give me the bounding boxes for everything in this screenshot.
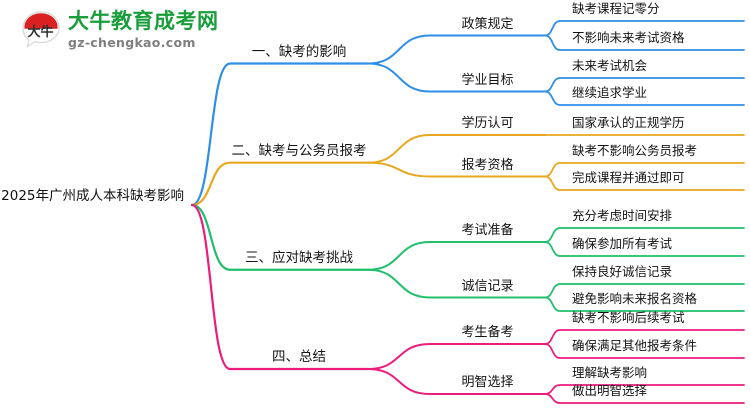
subtopic-label: 政策规定 <box>461 16 514 32</box>
leaf-label: 保持良好诚信记录 <box>572 264 673 279</box>
subtopic-label: 考试准备 <box>461 223 514 238</box>
mindmap-edge <box>367 368 546 395</box>
leaf-label: 完成课程并通过即可 <box>572 170 685 185</box>
subtopic-label: 学业目标 <box>461 72 514 88</box>
branch-label-3: 三、应对缺考挑战 <box>245 249 353 266</box>
site-logo: 大牛 大牛教育成考网 gz-chengkao.com <box>20 8 220 54</box>
mindmap-edge <box>367 34 546 65</box>
leaf-label: 避免影响未来报名资格 <box>572 291 698 306</box>
mindmap-edge <box>544 393 745 404</box>
leaf-label: 确保满足其他报考条件 <box>572 338 698 353</box>
subtopic-label: 考生备考 <box>461 325 514 340</box>
leaf-label: 缺考不影响后续考试 <box>572 310 685 325</box>
mindmap-edge <box>367 134 546 164</box>
mindmap-edges <box>190 20 745 404</box>
subtopic-label: 明智选择 <box>461 375 514 390</box>
leaf-label: 确保参加所有考试 <box>572 236 673 251</box>
mindmap-edge <box>544 90 745 106</box>
mindmap-edge <box>544 241 745 257</box>
leaf-label: 继续追求学业 <box>572 85 648 100</box>
mindmap-edge <box>190 203 370 371</box>
leaf-label: 不影响未来考试资格 <box>572 30 685 45</box>
leaf-label: 理解缺考影响 <box>572 365 648 380</box>
leaf-label: 国家承认的正规学历 <box>572 115 685 130</box>
mindmap-edge <box>367 161 546 178</box>
leaf-label: 未来考试机会 <box>572 58 648 73</box>
leaf-label: 缺考课程记零分 <box>572 1 660 16</box>
logo-mark-icon: 大牛 <box>22 11 60 48</box>
leaf-label: 缺考不影响公务员报考 <box>572 143 698 158</box>
mindmap-edge <box>544 34 745 51</box>
branch-label-1: 一、缺考的影响 <box>251 43 347 60</box>
mindmap-edge <box>190 62 370 207</box>
mindmap-edge <box>367 268 546 299</box>
root-node-label: 2025年广州成人本科缺考影响 <box>1 188 184 204</box>
mindmap-edge <box>544 175 745 191</box>
branch-label-4: 四、总结 <box>272 349 326 365</box>
subtopic-label: 报考资格 <box>461 157 514 173</box>
logo-text: 大牛教育成考网 gz-chengkao.com <box>68 10 219 50</box>
branch-label-2: 二、缺考与公务员报考 <box>231 142 367 159</box>
logo-title: 大牛教育成考网 <box>68 9 219 33</box>
mindmap-edge <box>367 343 546 370</box>
mindmap-edge <box>190 161 370 207</box>
leaf-label: 充分考虑时间安排 <box>572 208 673 223</box>
subtopic-label: 诚信记录 <box>461 278 514 294</box>
svg-text:大牛: 大牛 <box>27 24 53 40</box>
mindmap-edge <box>544 343 745 359</box>
leaf-label: 做出明智选择 <box>572 383 648 398</box>
mindmap-edge <box>190 203 370 271</box>
mindmap-edge <box>367 62 546 93</box>
logo-subtitle: gz-chengkao.com <box>68 35 196 51</box>
mindmap-edge <box>544 296 745 312</box>
subtopic-label: 学历认可 <box>461 116 514 131</box>
mindmap-edge <box>367 241 546 271</box>
